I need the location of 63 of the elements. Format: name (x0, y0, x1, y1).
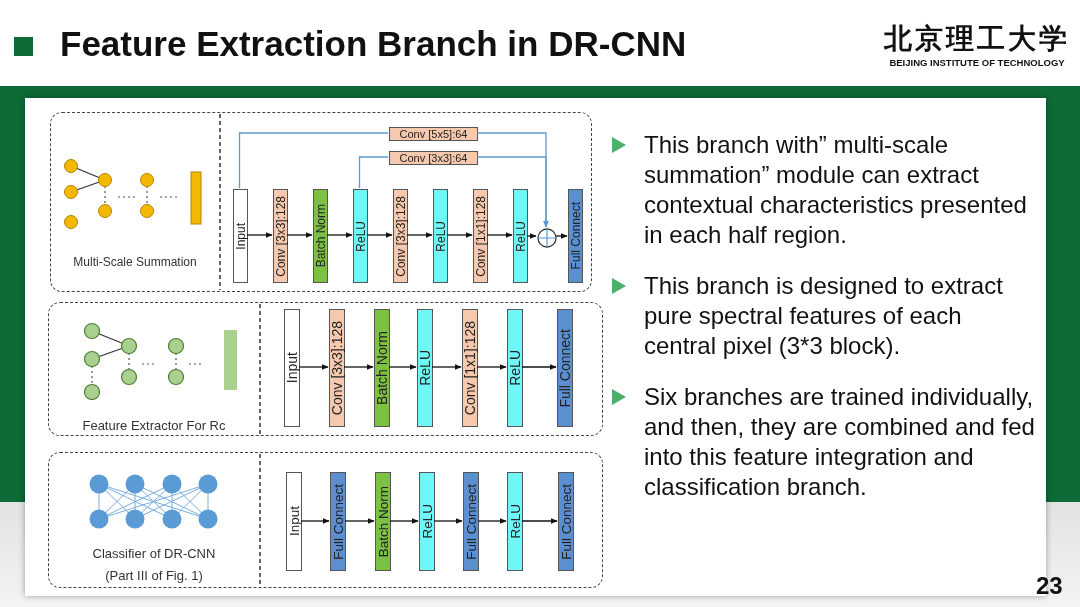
arrow (526, 233, 537, 239)
slide-title: Feature Extraction Branch in DR-CNN (60, 24, 687, 64)
arrow (486, 232, 513, 238)
connector-line (238, 132, 389, 189)
arrow (477, 518, 507, 524)
arrow (246, 232, 273, 238)
conv-layer: Conv [1x1]:128 (473, 189, 488, 283)
relu-layer: ReLU (353, 189, 368, 283)
relu-layer: ReLU (419, 472, 435, 571)
panel-caption: Classifier of DR-CNN (Part III of Fig. 1) (91, 545, 217, 585)
relu-layer: ReLU (507, 309, 523, 427)
bullet-text: This branch with” multi-scale summation” module can extract contextual characteristics presented in each half region. (644, 130, 1028, 250)
sum-circle (537, 228, 557, 248)
conv-layer: Conv [3x3]:128 (393, 189, 408, 283)
dashed-panel (50, 112, 592, 292)
arrow (366, 232, 393, 238)
arrow (286, 232, 313, 238)
conv-layer: Conv [3x3]:64 (389, 151, 478, 165)
panel-caption: Feature Extractor For Rc (81, 417, 227, 435)
input-layer: Input (284, 309, 300, 427)
batch-norm-layer: Batch Norm (375, 472, 391, 571)
batch-norm-layer: Batch Norm (313, 189, 328, 283)
full-connect-layer: Full Connect (330, 472, 346, 571)
conv-layer: Conv [1x1]:128 (462, 309, 478, 427)
arrow (406, 232, 433, 238)
full-connect-layer: Full Connect (558, 472, 574, 571)
conv-layer: Conv [5x5]:64 (389, 127, 478, 141)
bullet-text: This branch is designed to extract pure spectral features of each central pixel (3*3 block). (644, 271, 1004, 361)
university-name: 北京理工大学 (882, 21, 1071, 57)
bullet-text: Six branches are trained individually, and then, they are combined and fed into this feature integration and classification branch. (644, 382, 1036, 502)
arrow (476, 364, 507, 370)
arrow (433, 518, 463, 524)
arrow (446, 232, 473, 238)
arrow (388, 364, 417, 370)
arrow (476, 156, 549, 228)
batch-norm-layer: Batch Norm (374, 309, 390, 427)
arrow (431, 364, 462, 370)
full-connect-layer: Full Connect (568, 189, 583, 283)
full-connect-layer: Full Connect (557, 309, 573, 427)
relu-layer: ReLU (433, 189, 448, 283)
university-name-english: BEIJING INSTITUTE OF TECHNOLOGY (888, 57, 1066, 68)
arrow (300, 518, 330, 524)
input-layer: Input (233, 189, 248, 283)
arrow (521, 364, 557, 370)
relu-layer: ReLU (417, 309, 433, 427)
arrow (344, 518, 375, 524)
arrow (298, 364, 329, 370)
dashed-panel (48, 452, 603, 588)
conv-layer: Conv [3x3]:128 (273, 189, 288, 283)
arrow (326, 232, 353, 238)
dashed-panel (48, 302, 603, 436)
page-number: 23 (1036, 572, 1063, 600)
panel-caption: Multi-Scale Summation (72, 254, 198, 271)
arrow (389, 518, 419, 524)
relu-layer: ReLU (507, 472, 523, 571)
full-connect-layer: Full Connect (463, 472, 479, 571)
conv-layer: Conv [3x3]:128 (329, 309, 345, 427)
input-layer: Input (286, 472, 302, 571)
arrow (343, 364, 374, 370)
arrow (521, 518, 558, 524)
relu-layer: ReLU (513, 189, 528, 283)
connector-line (358, 156, 389, 189)
arrow (555, 233, 568, 239)
